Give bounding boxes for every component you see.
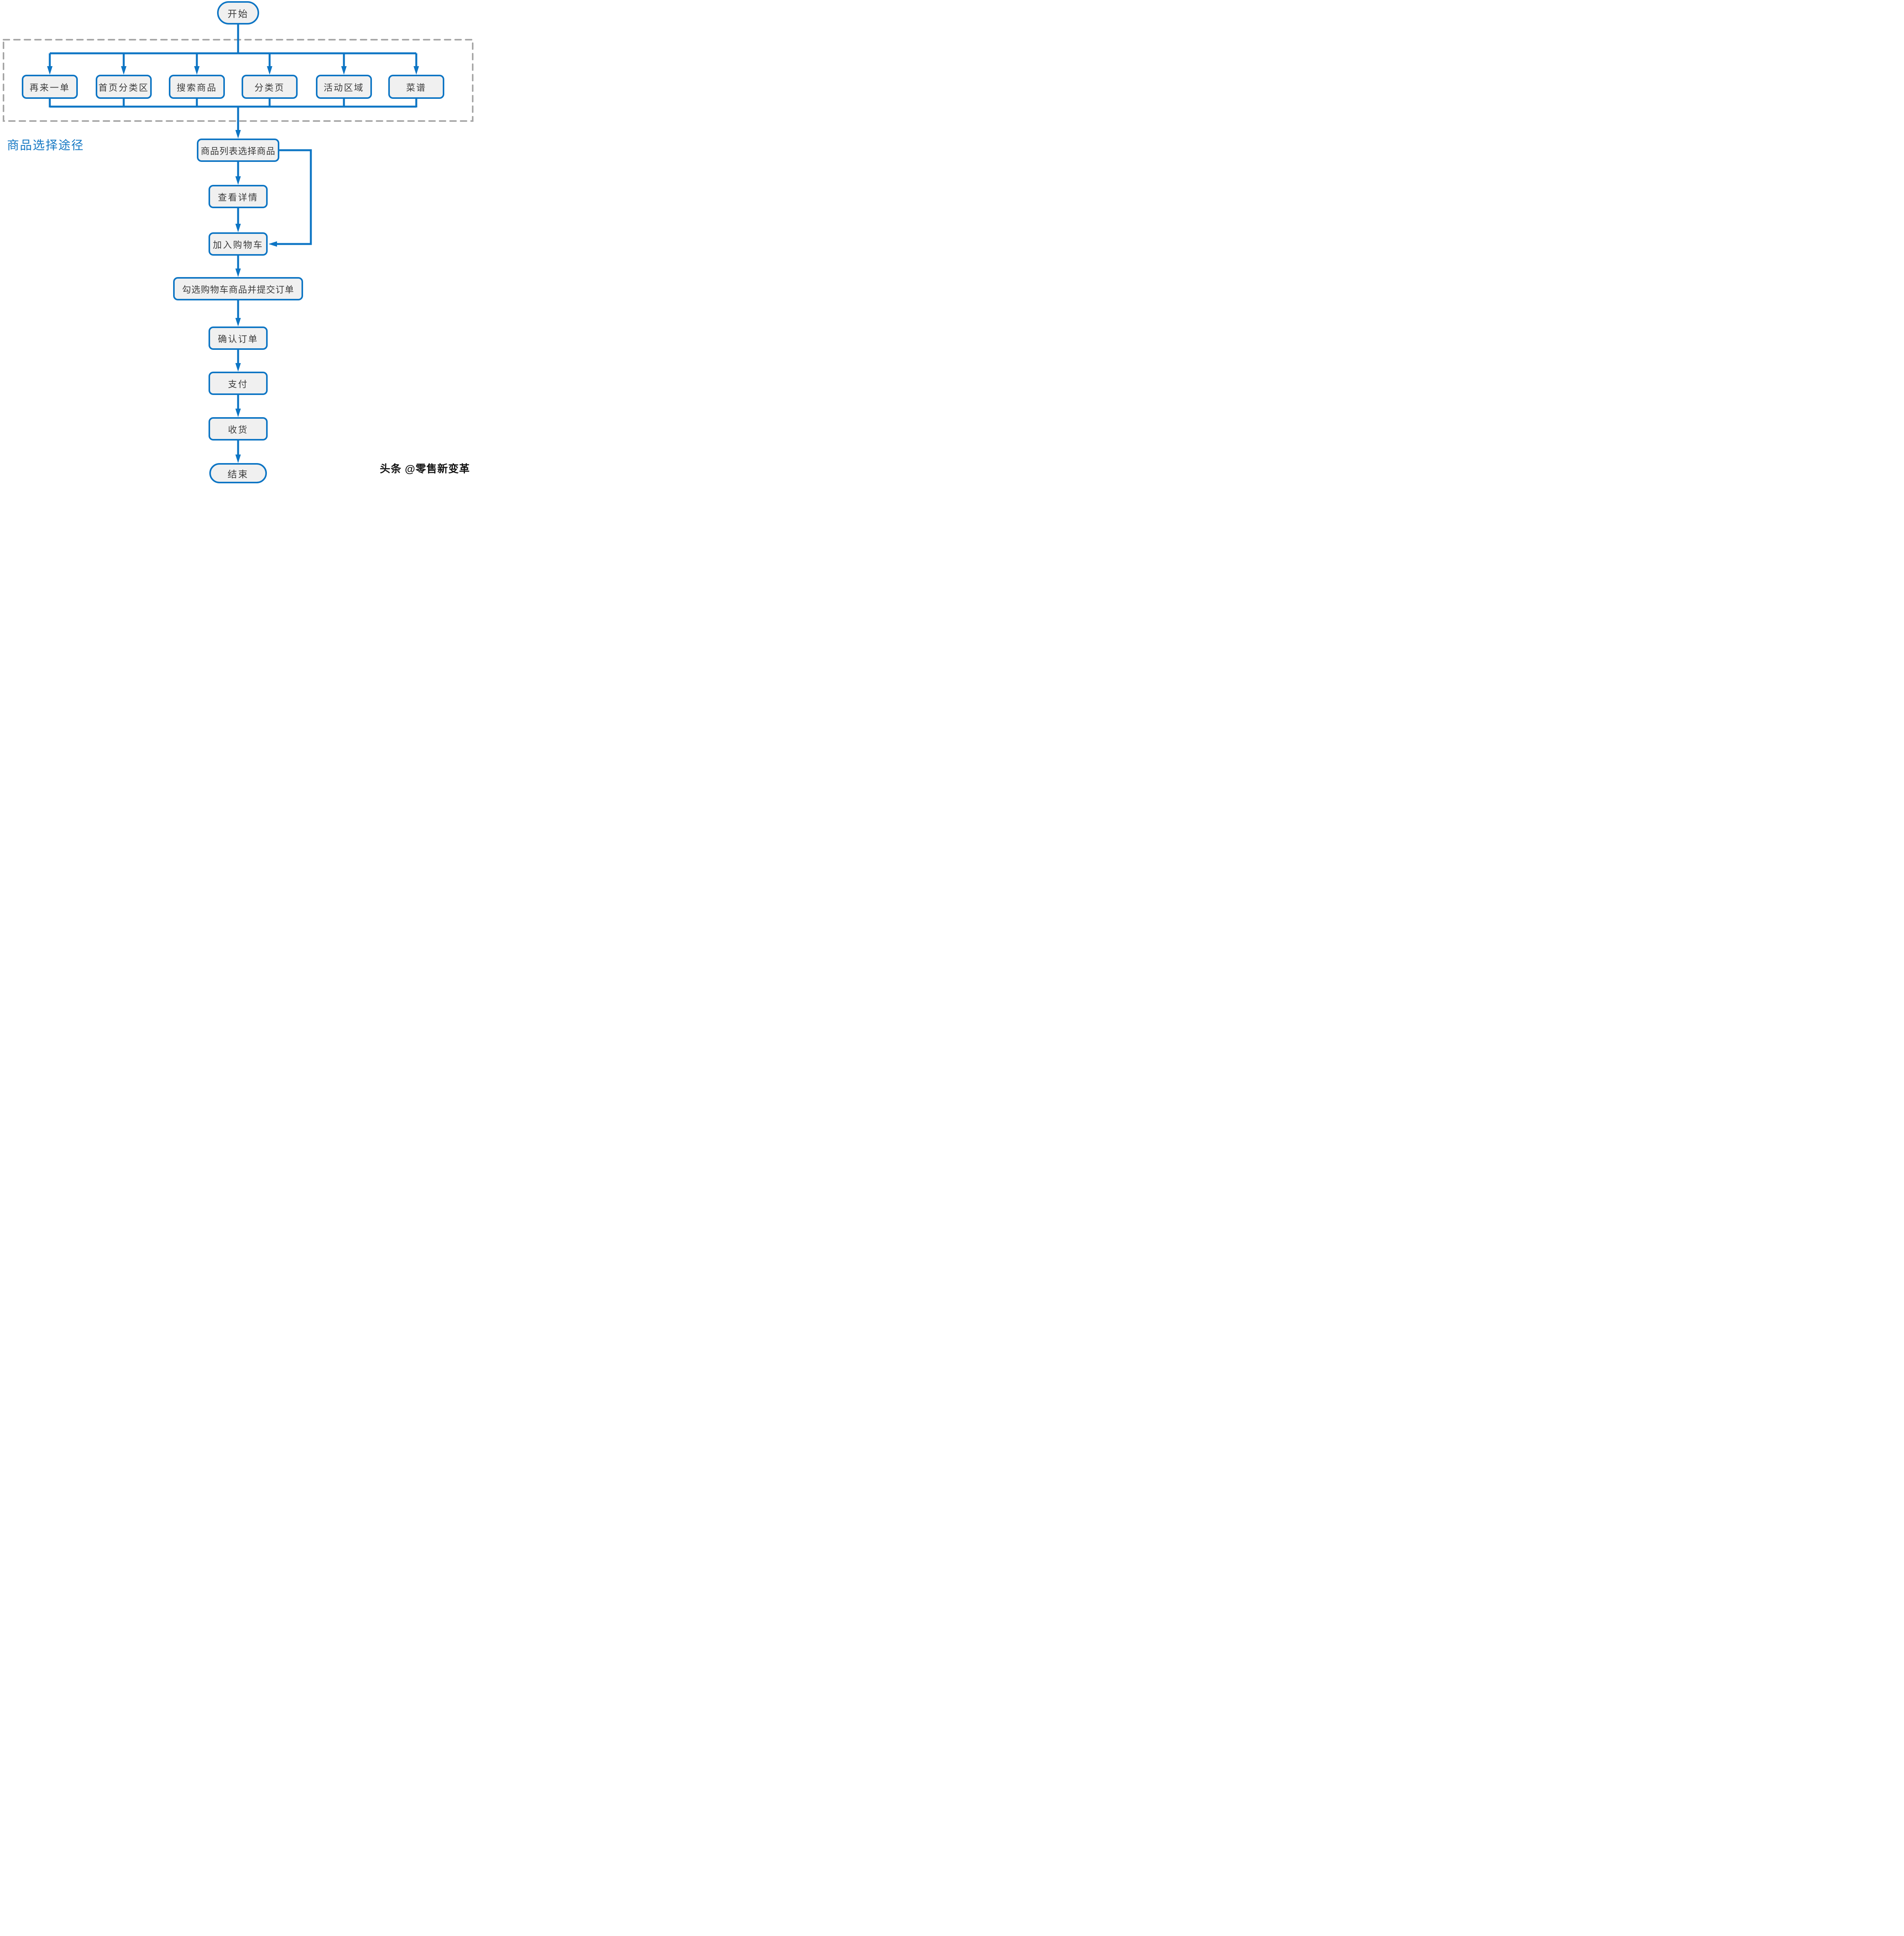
node-recipe: 菜谱 [388, 75, 444, 99]
node-receive-goods-label: 收货 [228, 425, 248, 435]
node-activity-area-label: 活动区域 [324, 83, 364, 93]
node-end-label: 结束 [228, 469, 249, 480]
node-confirm-order-label: 确认订单 [218, 334, 258, 344]
arrowhead-select-product [235, 130, 241, 139]
node-pay: 支付 [209, 372, 268, 395]
arrowhead-branch-category-page [267, 66, 272, 75]
node-submit-order-label: 勾选购物车商品并提交订单 [182, 285, 294, 295]
node-home-category-area: 首页分类区 [96, 75, 152, 99]
node-recipe-label: 菜谱 [406, 83, 426, 93]
node-confirm-order: 确认订单 [209, 326, 268, 350]
node-start: 开始 [217, 1, 259, 25]
connector-layer [3, 25, 473, 463]
arrowhead-end [235, 455, 241, 463]
edge-bypass-select-to-cart [277, 149, 312, 245]
arrowhead-pay [235, 363, 241, 372]
arrowhead-branch-recipe [414, 66, 419, 75]
arrowhead-bypass-add-to-cart [268, 241, 277, 247]
arrowhead-branch-reorder [47, 66, 53, 75]
node-activity-area: 活动区域 [316, 75, 372, 99]
node-reorder-label: 再来一单 [30, 83, 70, 93]
node-view-detail-label: 查看详情 [218, 193, 258, 202]
arrowhead-submit-order [235, 269, 241, 277]
node-receive-goods: 收货 [209, 417, 268, 441]
arrowhead-view-detail [235, 176, 241, 185]
arrowhead-receive [235, 409, 241, 417]
node-search-products-label: 搜索商品 [177, 83, 217, 93]
node-pay-label: 支付 [228, 379, 248, 389]
node-search-products: 搜索商品 [169, 75, 225, 99]
node-start-label: 开始 [228, 9, 249, 19]
node-add-to-cart: 加入购物车 [209, 232, 268, 256]
node-end: 结束 [209, 463, 267, 483]
node-view-detail: 查看详情 [209, 185, 268, 208]
node-select-from-product-list-label: 商品列表选择商品 [201, 146, 275, 156]
flowchart-canvas: 开始 再来一单 首页分类区 搜索商品 分类页 活动区域 菜谱 商品选择途径 商品… [0, 0, 476, 484]
node-submit-order: 勾选购物车商品并提交订单 [173, 277, 303, 300]
arrowhead-add-to-cart [235, 224, 241, 232]
arrowhead-branch-activity-area [341, 66, 347, 75]
arrowhead-branch-home-category [121, 66, 126, 75]
arrowhead-confirm-order [235, 318, 241, 326]
section-label-product-selection-paths: 商品选择途径 [7, 139, 84, 152]
node-home-category-area-label: 首页分类区 [98, 83, 149, 93]
node-add-to-cart-label: 加入购物车 [213, 240, 263, 250]
watermark-toutiao: 头条 @零售新变革 [380, 463, 470, 475]
node-category-page-label: 分类页 [254, 83, 285, 93]
node-select-from-product-list: 商品列表选择商品 [197, 139, 279, 162]
node-reorder: 再来一单 [22, 75, 78, 99]
node-category-page: 分类页 [242, 75, 298, 99]
arrowhead-branch-search [194, 66, 200, 75]
